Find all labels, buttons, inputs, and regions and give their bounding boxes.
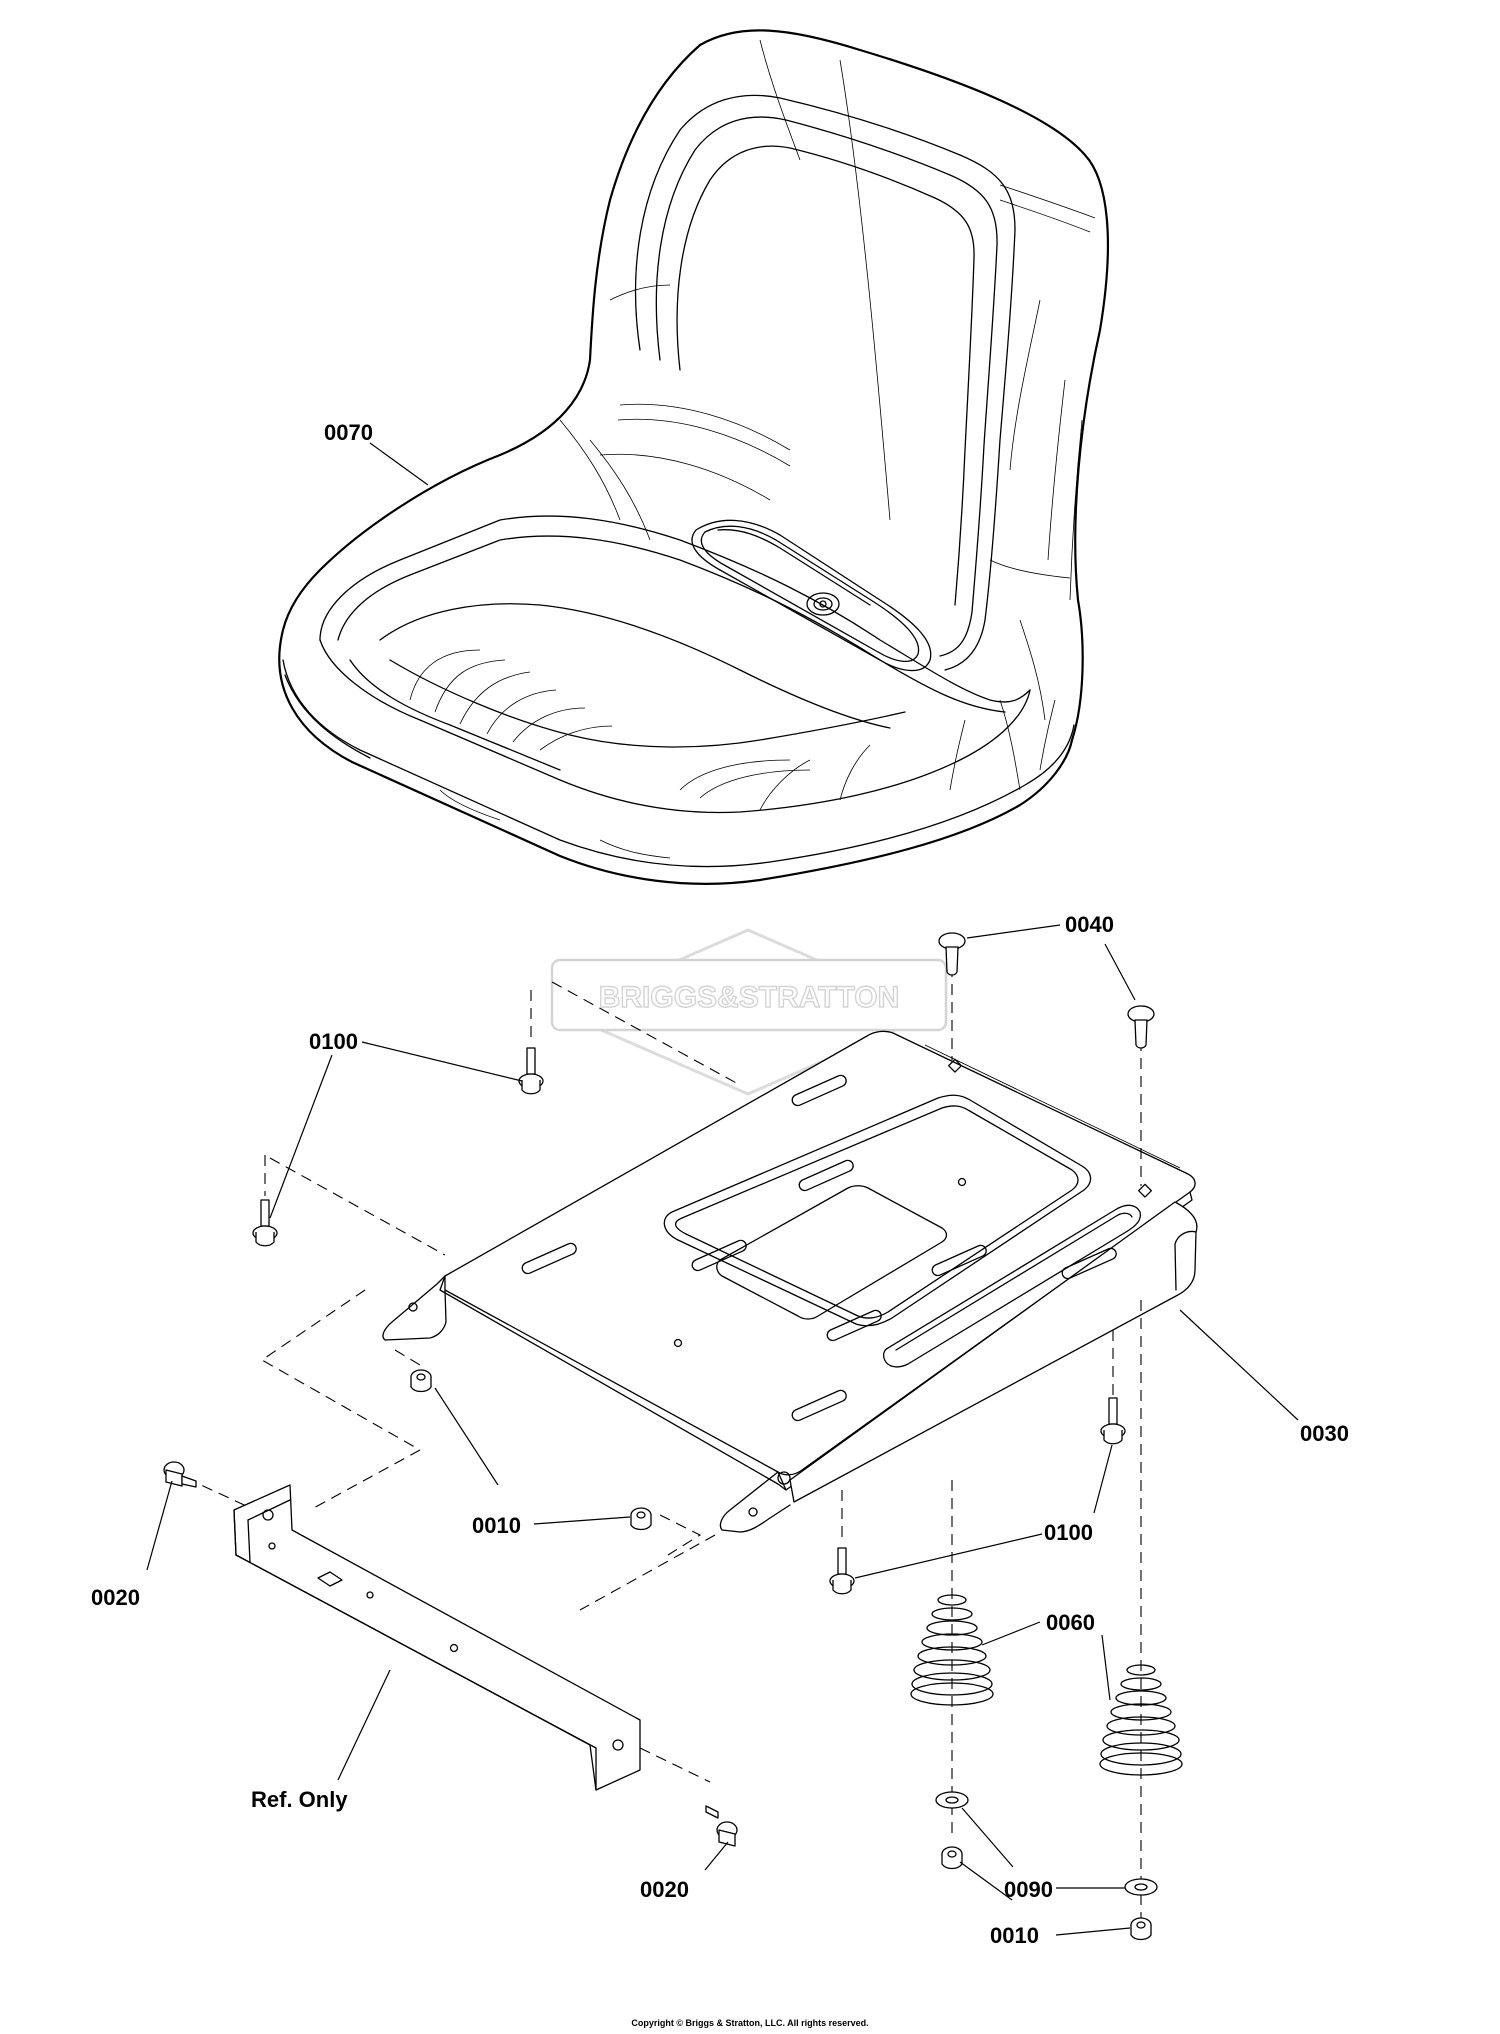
spring-0060-b (1099, 1664, 1183, 1776)
copyright-footer: Copyright © Briggs & Stratton, LLC. All … (631, 2018, 868, 2028)
pan-adjustment-slots (521, 1074, 1117, 1422)
bolt-0040-a (938, 932, 966, 976)
nut-0010-b (630, 1507, 652, 1531)
washer-0090-b (1124, 1878, 1158, 1896)
watermark-text: BRIGGS&STRATTON (599, 981, 900, 1014)
nut-0010-c (941, 1846, 963, 1870)
mounting-bracket-ref-only (233, 1484, 641, 1791)
bolt-0100-right (1100, 1397, 1126, 1445)
callout-0020-bottom: 0020 (640, 1877, 689, 1902)
nut-0010-d (1130, 1917, 1152, 1941)
bolt-0020-bottom (705, 1805, 738, 1847)
callout-0060: 0060 (1046, 1610, 1095, 1635)
callout-0030: 0030 (1300, 1421, 1349, 1446)
callout-0020-left: 0020 (91, 1585, 140, 1610)
spring-0060-a (910, 1594, 994, 1706)
seat-pan-0030 (382, 1030, 1198, 1533)
bolt-0100-bottom (829, 1547, 855, 1595)
bolt-0100-top (518, 1047, 544, 1095)
callout-0100-top: 0100 (309, 1029, 358, 1054)
bolt-0020-left (163, 1461, 197, 1488)
leader-lines (146, 442, 1299, 1936)
callout-0040: 0040 (1065, 912, 1114, 937)
callout-labels: 0070 0040 0100 0030 0100 0010 0020 0060 … (91, 420, 1349, 1948)
callout-0090: 0090 (1004, 1877, 1053, 1902)
bolt-0040-b (1127, 1005, 1155, 1049)
seat-0070 (278, 29, 1110, 885)
assembly-lines (185, 948, 1142, 1920)
washer-0090-a (935, 1791, 969, 1809)
bolt-0100-left (252, 1199, 278, 1247)
briggs-stratton-logo-watermark: BRIGGS&STRATTON (550, 928, 948, 1096)
callout-0010-mid: 0010 (472, 1513, 521, 1538)
callout-0070: 0070 (324, 420, 373, 445)
callout-0010-bottom: 0010 (990, 1923, 1039, 1948)
nut-0010-a (410, 1369, 432, 1393)
callout-ref-only: Ref. Only (251, 1787, 348, 1812)
callout-0100-right: 0100 (1044, 1520, 1093, 1545)
